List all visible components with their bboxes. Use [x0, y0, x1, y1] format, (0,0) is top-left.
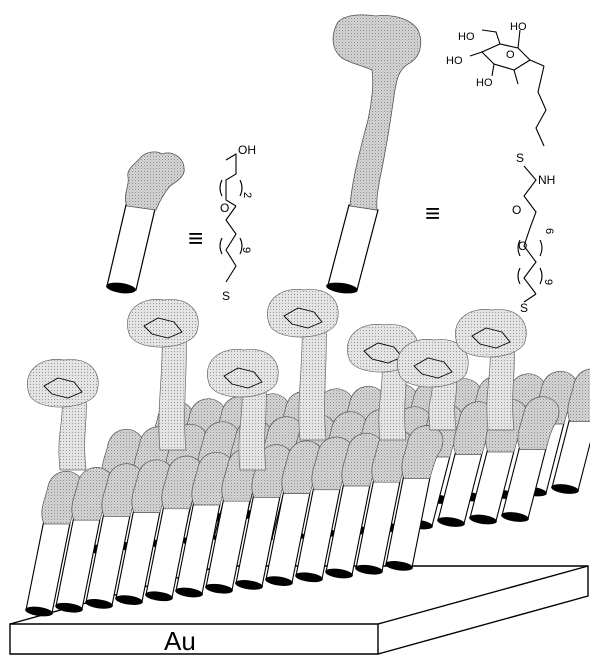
glycol-subscript: 2: [241, 192, 253, 198]
glycol-subscript-right: 6: [543, 228, 555, 234]
amide-nh-label: NH: [538, 173, 555, 187]
sulfur-upper-label: S: [516, 151, 524, 165]
short-sam-molecule-icon: [105, 152, 184, 295]
equiv-symbol-right: ≡: [425, 198, 440, 228]
alkyl-subscript: 9: [240, 247, 252, 253]
sulfur-lower-label: S: [520, 301, 528, 315]
sulfur-label: S: [222, 289, 230, 303]
sugar-ring-o: O: [506, 49, 515, 61]
substrate-label: Au: [164, 626, 196, 656]
equiv-symbol-left: ≡: [188, 223, 203, 253]
carbonyl-o-label: O: [512, 203, 521, 217]
ether-o-label: O: [518, 239, 527, 253]
hydroxyl-label: OH: [238, 143, 256, 157]
sugar-ho-1: HO: [458, 31, 475, 43]
alkyl-subscript-right: 9: [542, 279, 554, 285]
ether-oxygen-label: O: [220, 201, 229, 215]
short-molecule-structure: [220, 154, 242, 282]
glycan-molecule: [27, 359, 98, 470]
sugar-ho-3: HO: [446, 55, 463, 67]
long-glycan-molecule-icon: [325, 15, 420, 295]
sugar-ho-2: HO: [510, 21, 527, 33]
sugar-ho-4: HO: [476, 77, 493, 89]
